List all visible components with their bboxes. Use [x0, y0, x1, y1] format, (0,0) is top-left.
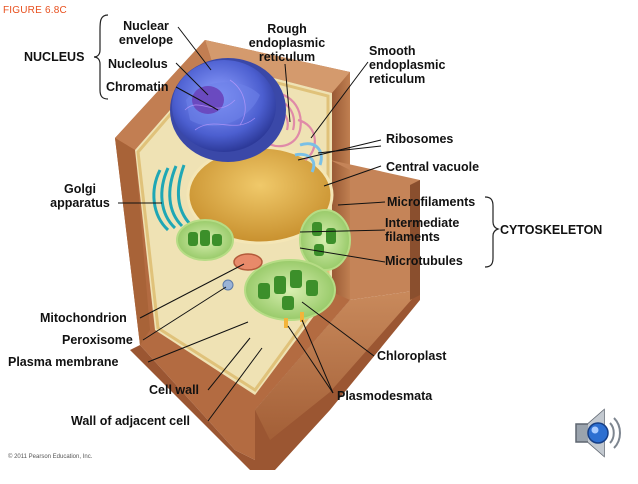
smooth-er-label: Smooth endoplasmic reticulum: [369, 44, 445, 86]
cell-wall-label: Cell wall: [149, 383, 200, 397]
plasmodesmata-label: Plasmodesmata: [337, 389, 433, 403]
nucleolus-shape: [192, 86, 224, 114]
peroxisome-label: Peroxisome: [62, 333, 133, 347]
golgi-line-1: Golgi: [64, 182, 96, 196]
nucleolus-label: Nucleolus: [108, 57, 168, 71]
intermediate-filaments-line-2: filaments: [385, 230, 440, 244]
chloroplast-label: Chloroplast: [377, 349, 447, 363]
smooth-er-line-3: reticulum: [369, 72, 426, 86]
central-vacuole-label: Central vacuole: [386, 160, 480, 174]
rough-er-label: Rough endoplasmic reticulum: [240, 22, 334, 64]
cytoskeleton-group-label: CYTOSKELETON: [500, 223, 603, 237]
rough-er-line-1: Rough: [267, 22, 307, 36]
rough-er-line-3: reticulum: [258, 50, 316, 64]
mitochondrion-label: Mitochondrion: [40, 311, 127, 325]
rough-er-line-2: endoplasmic: [248, 36, 326, 50]
chloroplast-shape: [176, 209, 351, 321]
golgi-line-2: apparatus: [50, 196, 110, 210]
cytoskeleton-brace: [484, 196, 500, 268]
copyright-notice: © 2011 Pearson Education, Inc.: [8, 454, 93, 460]
microtubules-label: Microtubules: [385, 254, 463, 268]
nuclear-envelope-line-2: envelope: [118, 33, 174, 47]
nuclear-envelope-label: Nuclear envelope: [112, 19, 180, 47]
intermediate-filaments-line-1: Intermediate: [385, 216, 460, 230]
golgi-label: Golgi apparatus: [40, 182, 120, 210]
smooth-er-line-1: Smooth: [369, 44, 416, 58]
nucleus-brace: [93, 14, 109, 100]
golgi-shape: [152, 164, 192, 232]
smooth-er-shape: [294, 142, 323, 173]
figure-label: FIGURE 6.8C: [3, 5, 67, 16]
speaker-icon[interactable]: [570, 406, 624, 460]
smooth-er-line-2: endoplasmic: [369, 58, 446, 72]
microfilaments-label: Microfilaments: [387, 195, 476, 209]
wall-adjacent-cell-label: Wall of adjacent cell: [71, 414, 191, 428]
nuclear-envelope-line-1: Nuclear: [123, 19, 169, 33]
nucleus-shape: [170, 58, 286, 162]
plasmodesmata-shape: [284, 312, 304, 328]
plasma-membrane-label: Plasma membrane: [8, 355, 119, 369]
intermediate-filaments-label: Intermediate filaments: [385, 216, 459, 244]
mitochondrion-shape: [233, 253, 263, 271]
chromatin-label: Chromatin: [106, 80, 169, 94]
nucleus-group-label: NUCLEUS: [24, 50, 85, 64]
leader-lines: [118, 26, 386, 422]
ribosomes-label: Ribosomes: [386, 132, 454, 146]
